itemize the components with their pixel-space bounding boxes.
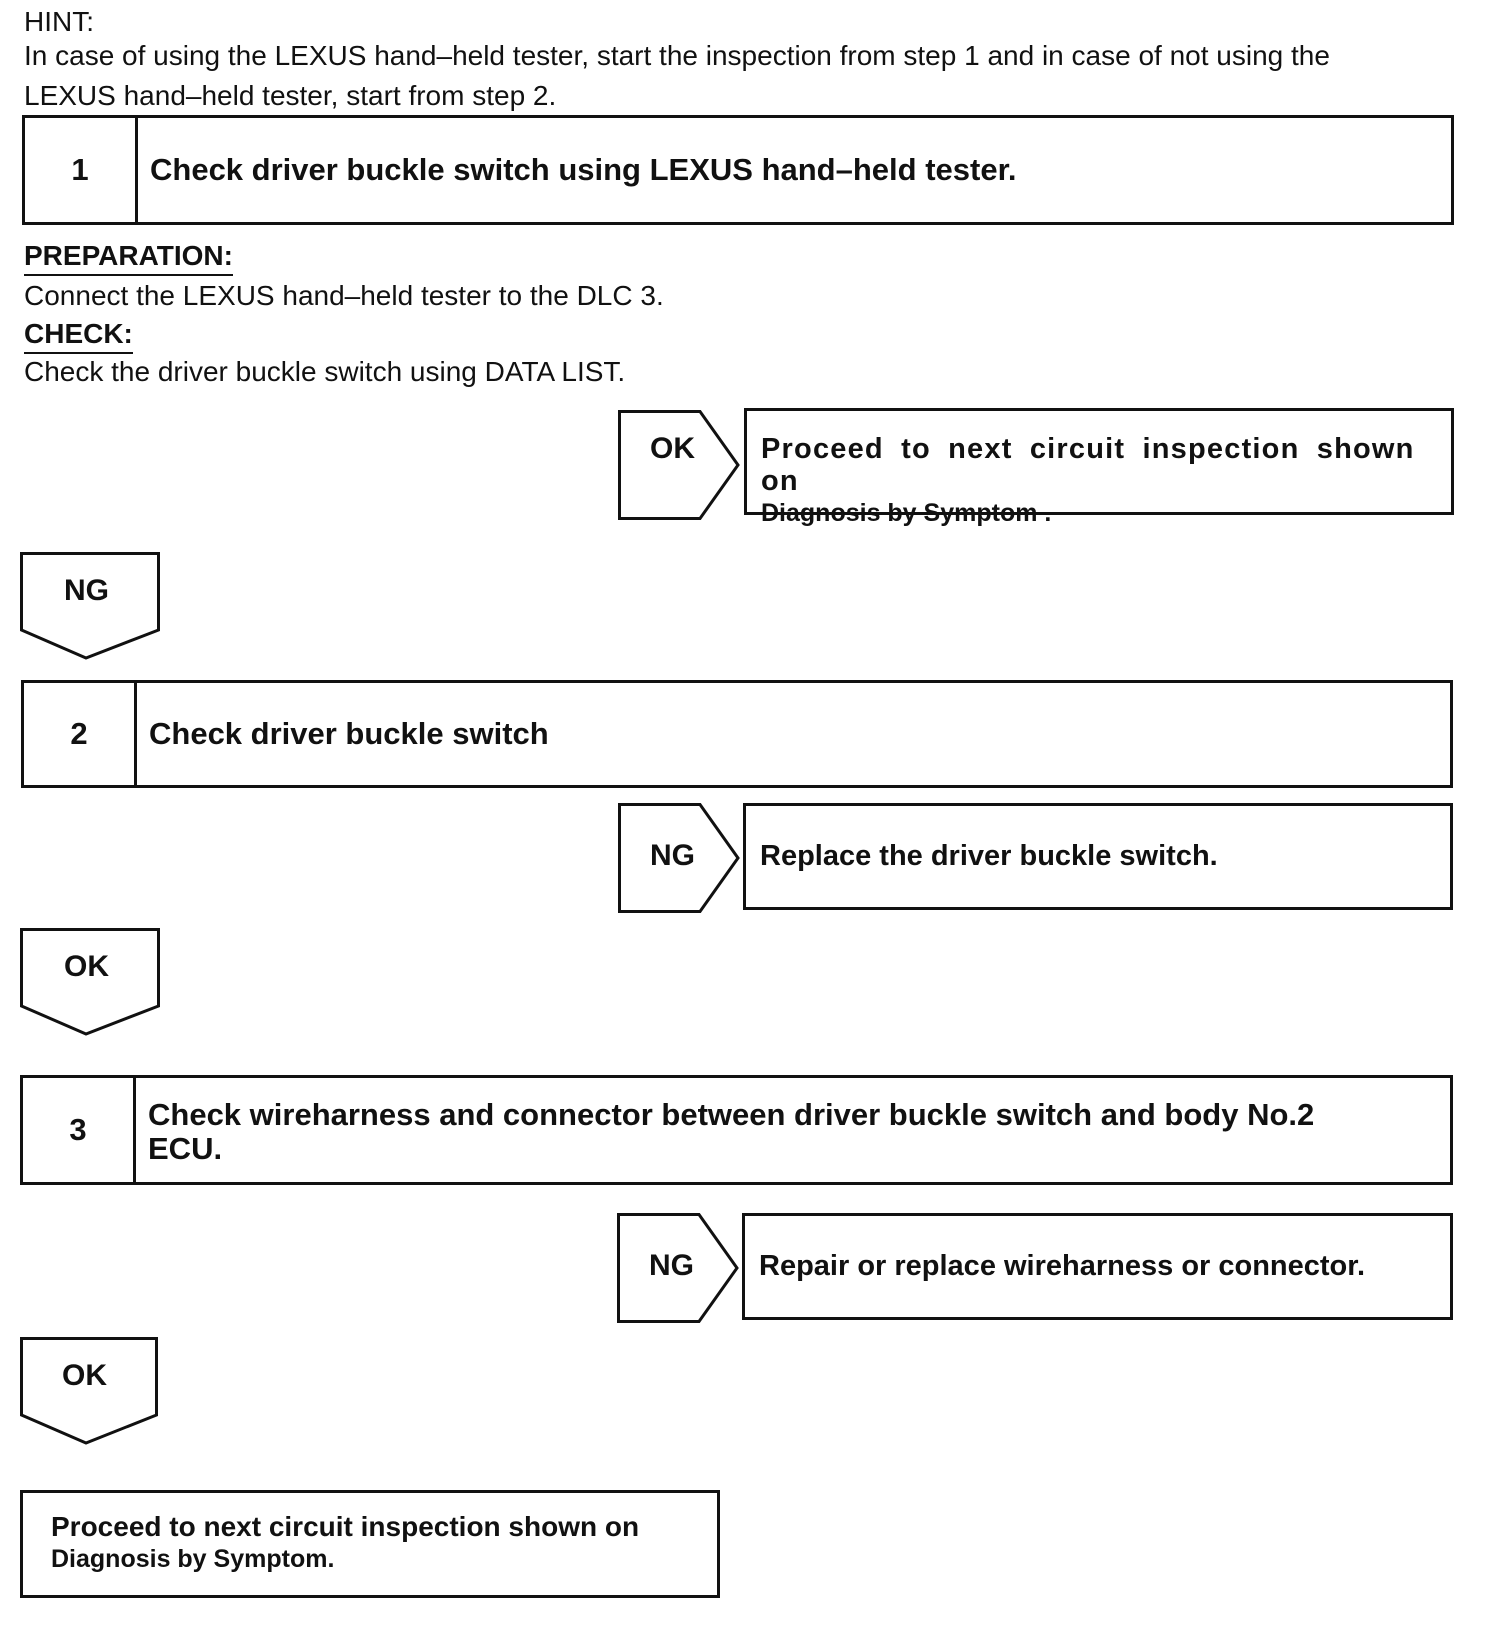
final-result-line2: Diagnosis by Symptom. (51, 1545, 335, 1573)
step-3-ok-down-tag: OK (20, 1337, 160, 1447)
step-1-ok-result-line1: Proceed to next circuit inspection shown… (761, 433, 1415, 497)
hint-text-line1: In case of using the LEXUS hand–held tes… (24, 40, 1330, 71)
preparation-text: Connect the LEXUS hand–held tester to th… (24, 280, 664, 311)
hint-heading: HINT: (24, 6, 94, 37)
step-1-ok-result: Proceed to next circuit inspection shown… (744, 408, 1454, 527)
check-heading: CHECK: (24, 316, 133, 354)
step-3-number: 3 (23, 1078, 136, 1182)
step-3-box: 3 Check wireharness and connector betwee… (20, 1075, 1453, 1185)
step-1-ok-result-line2: Diagnosis by Symptom . (761, 499, 1052, 527)
hint-text-line2: LEXUS hand–held tester, start from step … (24, 80, 557, 111)
step-2-number: 2 (24, 683, 137, 785)
check-text: Check the driver buckle switch using DAT… (24, 356, 626, 387)
step-2-ok-label: OK (64, 950, 109, 983)
step-3-title-line1: Check wireharness and connector between … (148, 1097, 1315, 1132)
step-2-ng-label: NG (650, 839, 695, 872)
step-1-ok-branch-tag: OK (618, 410, 740, 520)
step-2-title: Check driver buckle switch (149, 716, 549, 751)
step-1-ng-label: NG (64, 574, 109, 607)
step-1-ng-down-tag: NG (20, 552, 160, 662)
preparation-heading: PREPARATION: (24, 238, 233, 276)
step-3-title: Check wireharness and connector between … (136, 1078, 1450, 1182)
step-3-ng-result: Repair or replace wireharness or connect… (742, 1213, 1453, 1320)
final-result-line1: Proceed to next circuit inspection shown… (51, 1511, 640, 1542)
step-2-ng-result: Replace the driver buckle switch. (743, 803, 1453, 910)
step-3-ok-label: OK (62, 1359, 107, 1392)
step-2-box: 2 Check driver buckle switch (21, 680, 1453, 788)
step-3-ng-branch-tag: NG (617, 1213, 739, 1323)
step-1-box: 1 Check driver buckle switch using LEXUS… (22, 115, 1454, 225)
step-3-title-line2: ECU. (148, 1131, 223, 1166)
step-1-number: 1 (25, 118, 138, 222)
final-result-box: Proceed to next circuit inspection shown… (20, 1490, 720, 1598)
step-2-ok-down-tag: OK (20, 928, 160, 1038)
step-3-ng-label: NG (649, 1249, 694, 1282)
step-1-ok-label: OK (650, 432, 695, 465)
step-1-title: Check driver buckle switch using LEXUS h… (150, 152, 1017, 187)
step-2-ng-branch-tag: NG (618, 803, 740, 913)
